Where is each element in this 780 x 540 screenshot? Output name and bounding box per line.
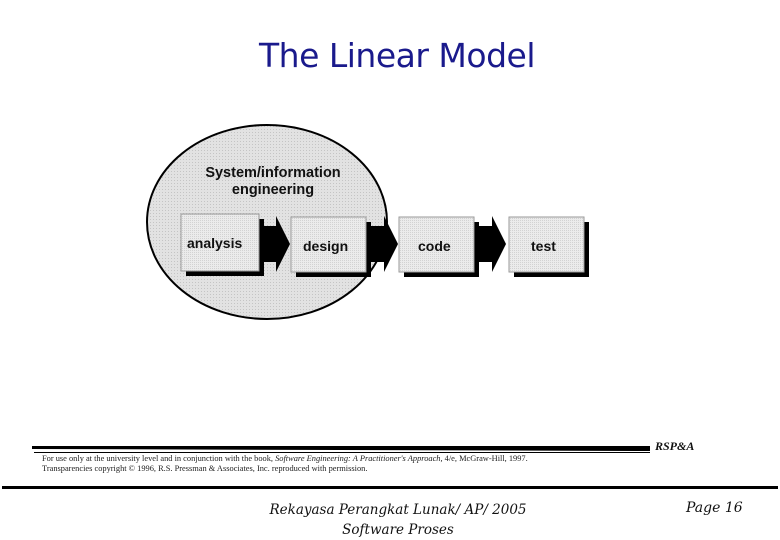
page-number: Page 16 <box>686 500 743 516</box>
arrow-design-code <box>370 216 398 272</box>
ellipse-label-line1: System/information <box>205 165 341 181</box>
step-label-code: code <box>418 238 451 254</box>
arrow-code-test <box>478 216 506 272</box>
step-label-design: design <box>303 238 349 254</box>
slide-title: The Linear Model <box>259 36 536 75</box>
analysis-box <box>180 213 264 276</box>
copyright-note: For use only at the university level and… <box>42 454 702 474</box>
copyright-line2: Transparencies copyright © 1996, R.S. Pr… <box>42 464 368 473</box>
footer-course: Rekayasa Perangkat Lunak/ AP/ 2005 <box>269 502 527 518</box>
step-label-test: test <box>531 238 556 254</box>
design-box <box>290 216 371 277</box>
test-box <box>508 216 589 277</box>
copyright-line1: For use only at the university level and… <box>42 454 528 463</box>
book-title: Software Engineering: A Practitioner's A… <box>275 454 443 463</box>
code-box <box>398 216 479 277</box>
ellipse-label: System/information engineering <box>188 165 358 199</box>
footer-topic: Software Proses <box>342 522 454 538</box>
step-label-analysis: analysis <box>187 235 243 251</box>
footer-divider <box>2 486 778 489</box>
ellipse-label-line2: engineering <box>231 182 315 198</box>
rspa-logo: RSP&A <box>655 439 695 453</box>
slide-footer: Rekayasa Perangkat Lunak/ AP/ 2005 Softw… <box>238 500 558 540</box>
copyright-rule <box>32 446 650 453</box>
arrow-analysis-design <box>262 216 290 272</box>
